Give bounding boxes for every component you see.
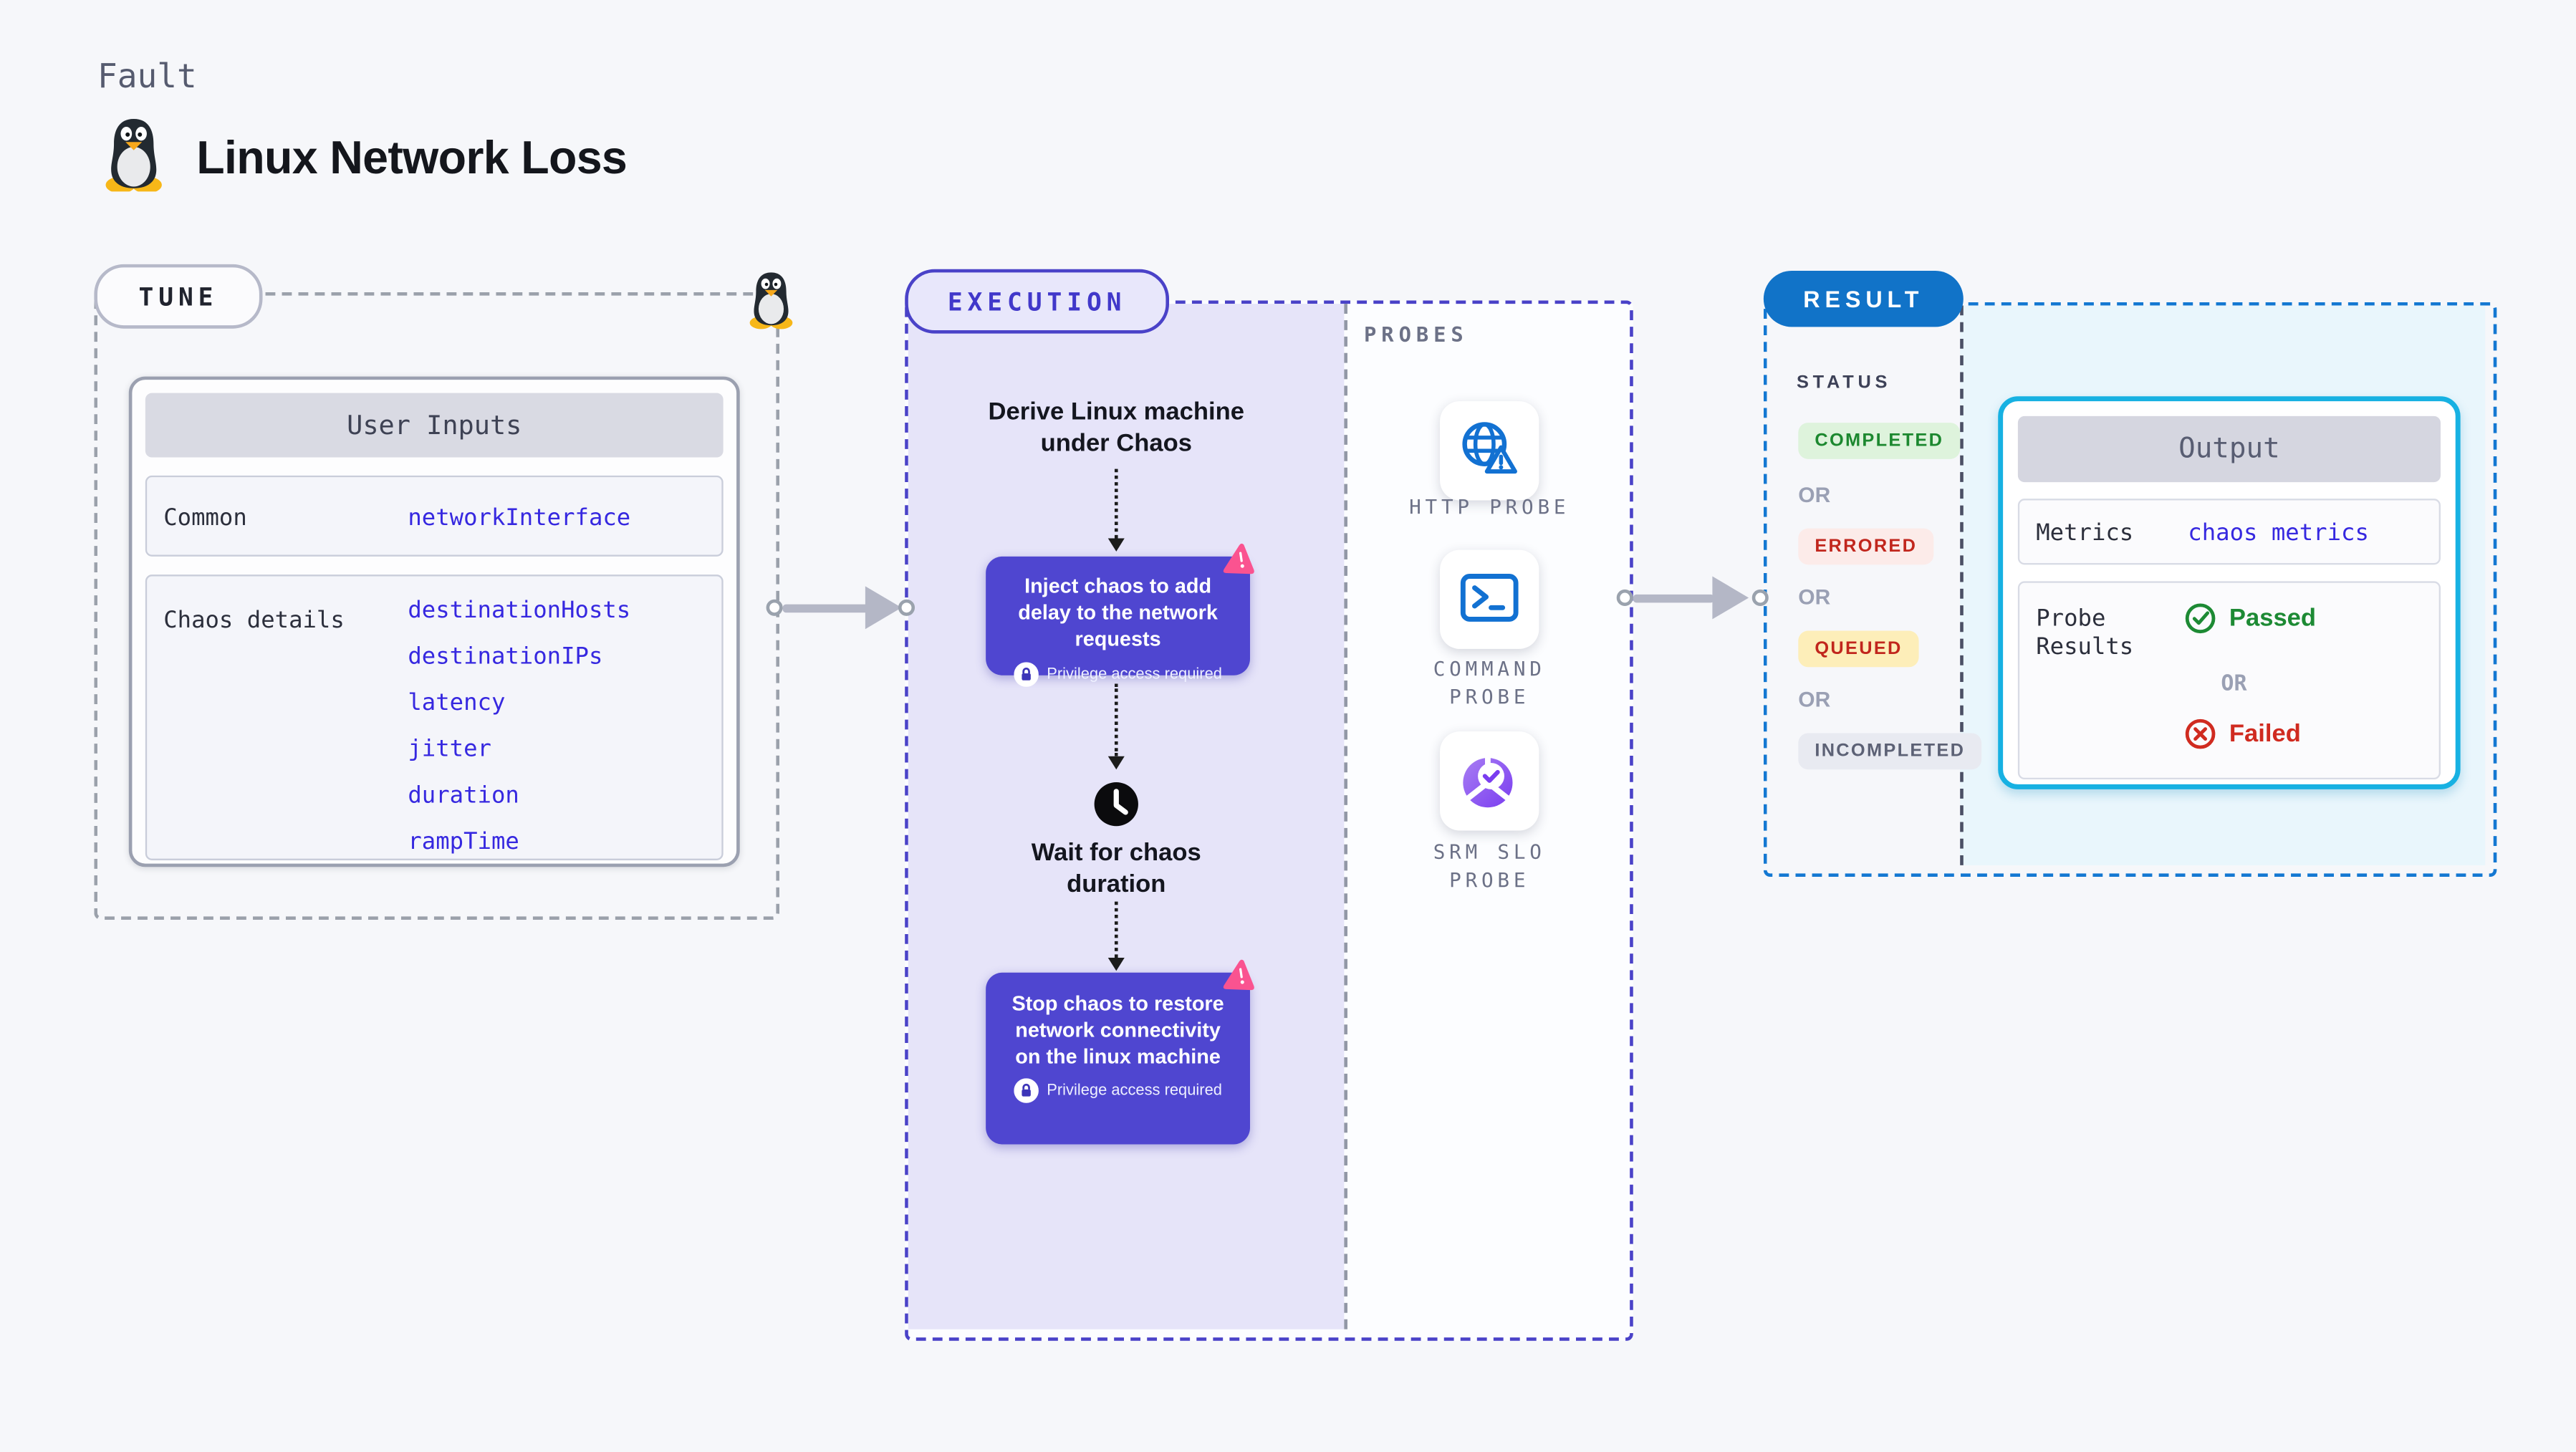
table-row-chaos-details: Chaos details destinationHosts destinati…	[145, 574, 724, 860]
http-probe-card	[1440, 401, 1539, 501]
row-label: Common	[163, 505, 247, 532]
srm-slo-probe-card	[1440, 731, 1539, 831]
stop-chaos-text: Stop chaos to restore network connectivi…	[1011, 992, 1224, 1069]
flow-arrowhead	[1107, 756, 1125, 770]
row-label: Chaos details	[163, 607, 345, 635]
http-probe-label: HTTP PROBE	[1409, 495, 1570, 519]
or-separator: OR	[1798, 585, 1831, 610]
metrics-value: chaos metrics	[2188, 520, 2369, 547]
flow-dotted-connector	[1114, 683, 1118, 756]
chaos-detail-value: jitter	[408, 736, 491, 763]
connector-end-dot	[1751, 589, 1769, 606]
privilege-label: Privilege access required	[1047, 665, 1222, 684]
wait-step-label: Wait for chaos duration	[1031, 839, 1201, 898]
connector-start-dot	[766, 599, 783, 616]
result-status-divider	[1960, 305, 1964, 865]
metrics-row: Metrics chaos metrics	[2017, 499, 2441, 565]
table-row-common: Common networkInterface	[145, 475, 724, 557]
flow-arrowhead	[1107, 538, 1125, 552]
probe-results-label: Probe Results	[2036, 605, 2134, 661]
connector-arrowhead	[1712, 576, 1749, 620]
row-value: networkInterface	[408, 505, 631, 532]
flow-arrowhead	[1107, 957, 1125, 971]
output-header: Output	[2017, 415, 2441, 483]
user-inputs-header: User Inputs	[145, 393, 724, 458]
connector-line	[1633, 593, 1714, 602]
tune-badge: TUNE	[94, 264, 263, 329]
passed-label: Passed	[2229, 604, 2317, 633]
globe-alert-icon	[1462, 422, 1517, 474]
connector-end-dot	[898, 599, 915, 616]
flow-dotted-connector	[1114, 468, 1118, 539]
slo-donut-check-icon	[1463, 754, 1513, 808]
probes-label: PROBES	[1364, 322, 1469, 347]
chaos-detail-value: destinationHosts	[408, 597, 631, 625]
status-badge-errored: ERRORED	[1798, 528, 1934, 565]
inject-chaos-text: Inject chaos to add delay to the network…	[1018, 574, 1218, 651]
chaos-detail-value: destinationIPs	[408, 644, 603, 670]
or-separator: OR	[2221, 672, 2247, 697]
output-card: Output Metrics chaos metrics Probe Resul…	[1998, 396, 2461, 789]
connector-start-dot	[1616, 589, 1633, 606]
execution-section-box	[905, 300, 1633, 1341]
flow-dotted-connector	[1114, 901, 1118, 958]
connector-line	[782, 603, 869, 612]
srm-slo-probe-label: SRM SLO PROBE	[1433, 840, 1546, 892]
privilege-label: Privilege access required	[1047, 1081, 1222, 1100]
inject-chaos-step-card: Inject chaos to add delay to the network…	[986, 556, 1250, 687]
execution-badge: EXECUTION	[905, 269, 1170, 334]
stop-chaos-step-card: Stop chaos to restore network connectivi…	[986, 972, 1250, 1145]
lock-icon	[1014, 662, 1039, 687]
status-label: STATUS	[1796, 372, 1892, 393]
status-badge-completed: COMPLETED	[1798, 423, 1961, 459]
command-probe-label: COMMAND PROBE	[1433, 657, 1546, 708]
chaos-detail-value: rampTime	[408, 829, 519, 856]
clock-icon	[1094, 782, 1138, 827]
probe-results-row: Probe Results Passed OR Failed	[2017, 581, 2441, 780]
command-probe-card	[1440, 549, 1539, 649]
chaos-detail-value: latency	[408, 690, 506, 717]
connector-arrowhead	[865, 586, 902, 630]
chaos-detail-value: duration	[408, 782, 519, 809]
tux-penguin-icon	[105, 118, 162, 192]
status-badge-queued: QUEUED	[1798, 630, 1919, 668]
chaos-logo-icon	[1223, 543, 1254, 574]
terminal-icon	[1460, 574, 1519, 622]
page-title: Linux Network Loss	[196, 132, 628, 183]
metrics-label: Metrics	[2036, 520, 2134, 547]
result-badge: RESULT	[1763, 271, 1964, 327]
or-separator: OR	[1798, 482, 1831, 507]
lock-icon	[1014, 1078, 1039, 1103]
derive-step-label: Derive Linux machine under Chaos	[988, 398, 1244, 458]
status-badge-incompleted: INCOMPLETED	[1798, 733, 1982, 770]
execution-probes-divider	[1344, 304, 1347, 1330]
x-circle-icon	[2185, 718, 2216, 749]
check-circle-icon	[2185, 603, 2216, 634]
or-separator: OR	[1798, 686, 1831, 712]
tux-penguin-small-icon	[749, 272, 793, 330]
failed-label: Failed	[2229, 720, 2301, 749]
user-inputs-card: User Inputs Common networkInterface Chao…	[128, 376, 740, 867]
chaos-logo-icon	[1223, 959, 1254, 991]
fault-kicker: Fault	[97, 56, 197, 96]
